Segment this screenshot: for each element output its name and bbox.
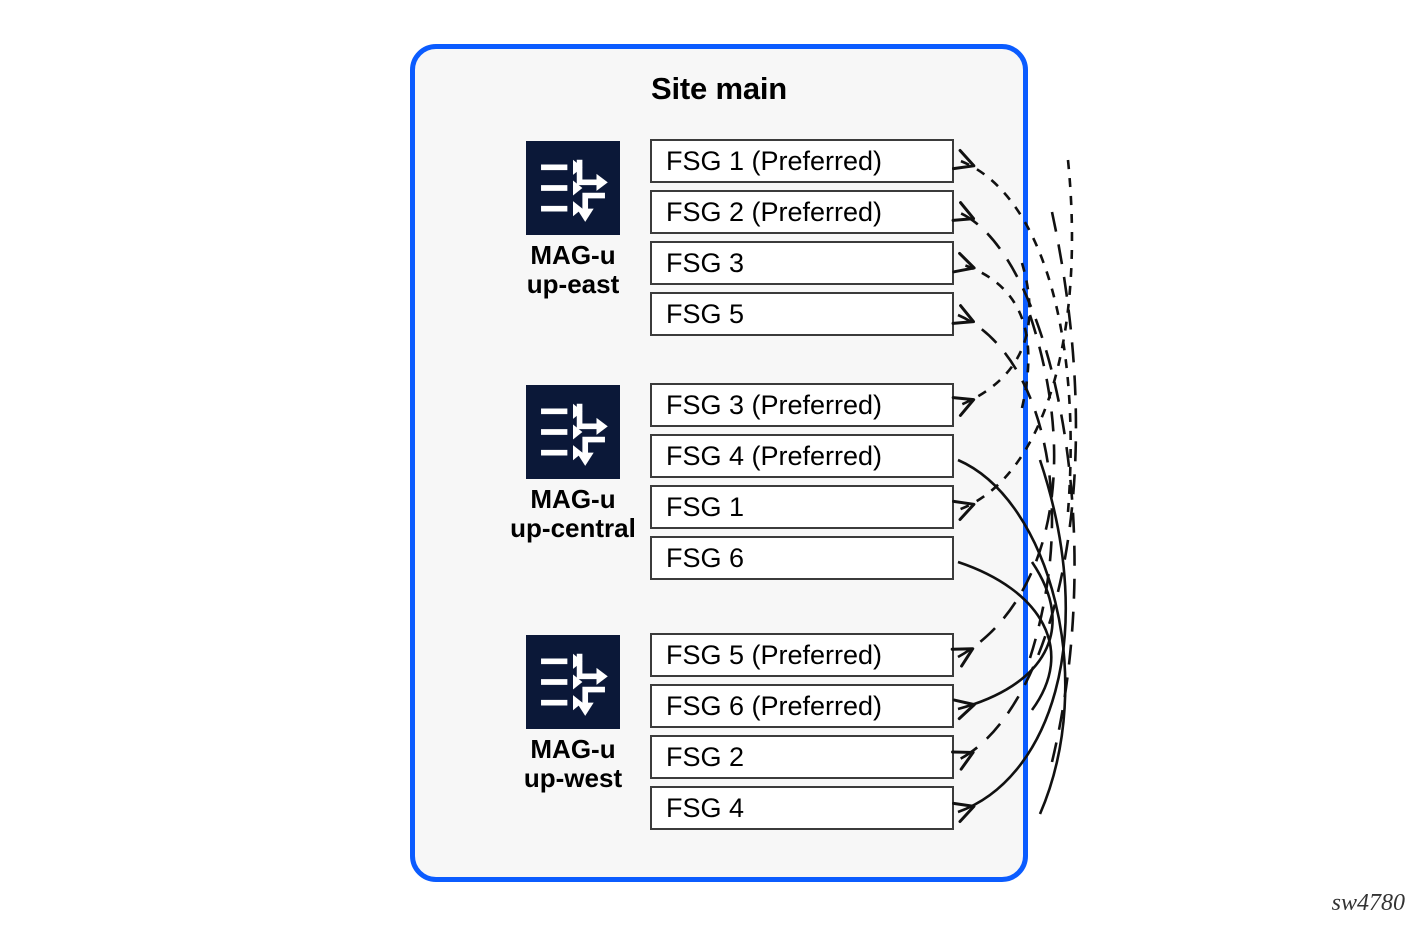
fsg-box[interactable]: FSG 6 — [650, 536, 954, 580]
node-group-east: MAG-u up-east FSG 1 (Preferred) FSG 2 (P… — [415, 139, 1023, 357]
node-group-west: MAG-u up-west FSG 5 (Preferred) FSG 6 (P… — [415, 633, 1023, 851]
fsg-box[interactable]: FSG 3 (Preferred) — [650, 383, 954, 427]
fsg-box[interactable]: FSG 1 — [650, 485, 954, 529]
fsg-box[interactable]: FSG 1 (Preferred) — [650, 139, 954, 183]
device-central: MAG-u up-central — [483, 385, 663, 543]
device-label-west: MAG-u up-west — [523, 734, 623, 794]
fsg-box[interactable]: FSG 4 (Preferred) — [650, 434, 954, 478]
fsg-box[interactable]: FSG 3 — [650, 241, 954, 285]
fsg-box[interactable]: FSG 2 — [650, 735, 954, 779]
fsg-box[interactable]: FSG 5 (Preferred) — [650, 633, 954, 677]
fsg-list-east: FSG 1 (Preferred) FSG 2 (Preferred) FSG … — [650, 139, 954, 336]
device-west: MAG-u up-west — [483, 635, 663, 793]
device-label-central: MAG-u up-central — [510, 484, 636, 544]
device-east: MAG-u up-east — [483, 141, 663, 299]
fsg-box[interactable]: FSG 6 (Preferred) — [650, 684, 954, 728]
fsg-box[interactable]: FSG 4 — [650, 786, 954, 830]
fsg-box[interactable]: FSG 2 (Preferred) — [650, 190, 954, 234]
mag-u-router-icon — [526, 635, 620, 729]
fsg-box[interactable]: FSG 5 — [650, 292, 954, 336]
fsg-list-west: FSG 5 (Preferred) FSG 6 (Preferred) FSG … — [650, 633, 954, 830]
watermark: sw4780 — [1331, 890, 1405, 916]
page-title: Site main — [650, 71, 788, 106]
node-group-central: MAG-u up-central FSG 3 (Preferred) FSG 4… — [415, 383, 1023, 601]
site-container: Site main MAG — [410, 44, 1028, 882]
fsg-list-central: FSG 3 (Preferred) FSG 4 (Preferred) FSG … — [650, 383, 954, 580]
mag-u-router-icon — [526, 385, 620, 479]
mag-u-router-icon — [526, 141, 620, 235]
device-label-east: MAG-u up-east — [526, 240, 620, 300]
